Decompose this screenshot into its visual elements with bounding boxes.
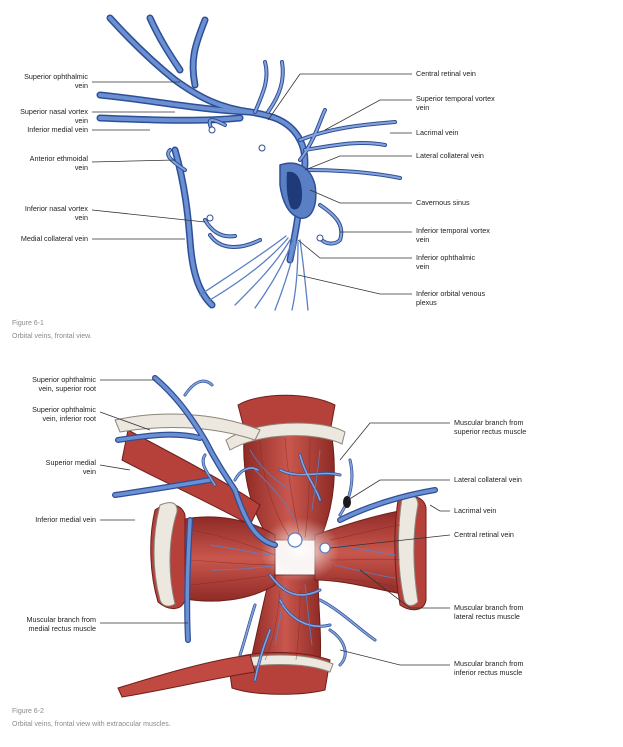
figure-6-1-illustration — [96, 14, 402, 311]
label-anterior-ethmoidal-vein-1: Anterior ethmoidal — [30, 154, 89, 163]
label-sov-superior-root-2: vein, superior root — [38, 384, 96, 393]
label-muscular-branch-medial-1: Muscular branch from — [26, 615, 96, 624]
label-sov-superior-root-1: Superior ophthalmic — [32, 375, 96, 384]
label-inferior-medial-vein: Inferior medial vein — [35, 515, 96, 524]
label-superior-ophthalmic-vein-2: vein — [75, 81, 88, 90]
label-cavernous-sinus: Cavernous sinus — [416, 198, 470, 207]
inferior-oblique-muscle — [117, 654, 256, 698]
label-inferior-ophthalmic-vein-2: vein — [416, 262, 429, 271]
label-muscular-branch-superior-2: superior rectus muscle — [454, 427, 526, 436]
figure-6-2-caption: Orbital veins, frontal view with extraoc… — [12, 721, 171, 728]
figure-6-2-labels-left: Superior ophthalmic vein, superior root … — [26, 375, 96, 633]
label-muscular-branch-inferior-2: inferior rectus muscle — [454, 668, 522, 677]
label-lateral-collateral-vein: Lateral collateral vein — [416, 151, 484, 160]
label-sov-inferior-root-1: Superior ophthalmic — [32, 405, 96, 414]
label-muscular-branch-medial-2: medial rectus muscle — [28, 624, 96, 633]
figure-6-1-labels-left: Superior ophthalmic vein Superior nasal … — [20, 72, 88, 243]
lateral-rectus-muscle — [314, 495, 427, 611]
label-superior-temporal-vortex-vein-1: Superior temporal vortex — [416, 94, 495, 103]
figure-6-2-leader-lines — [99, 379, 451, 666]
label-superior-medial-vein-2: vein — [83, 467, 96, 476]
label-muscular-branch-lateral-2: lateral rectus muscle — [454, 612, 520, 621]
figure-6-1-labels-right: Central retinal vein Superior temporal v… — [416, 69, 495, 307]
medial-rectus-muscle — [150, 502, 276, 609]
label-inferior-medial-vein: Inferior medial vein — [27, 125, 88, 134]
figure-6-2-number: Figure 6-2 — [12, 708, 44, 715]
label-inferior-temporal-vortex-vein-2: vein — [416, 235, 429, 244]
label-muscular-branch-inferior-1: Muscular branch from — [454, 659, 524, 668]
figure-6-1-leader-lines — [91, 73, 412, 295]
figure-6-1-caption: Orbital veins, frontal view. — [12, 333, 92, 340]
label-lacrimal-vein: Lacrimal vein — [416, 128, 458, 137]
label-muscular-branch-lateral-1: Muscular branch from — [454, 603, 524, 612]
figure-6-2-illustration — [112, 375, 438, 698]
label-inferior-temporal-vortex-vein-1: Inferior temporal vortex — [416, 226, 490, 235]
label-superior-medial-vein-1: Superior medial — [46, 458, 97, 467]
label-inferior-orbital-venous-plexus-2: plexus — [416, 298, 437, 307]
label-superior-nasal-vortex-vein-1: Superior nasal vortex — [20, 107, 88, 116]
label-inferior-nasal-vortex-vein-1: Inferior nasal vortex — [25, 204, 89, 213]
label-lateral-collateral-vein-2: Lateral collateral vein — [454, 475, 522, 484]
label-muscular-branch-superior-1: Muscular branch from — [454, 418, 524, 427]
label-superior-nasal-vortex-vein-2: vein — [75, 116, 88, 125]
superior-oblique-muscle — [114, 413, 261, 526]
label-anterior-ethmoidal-vein-2: vein — [75, 163, 88, 172]
label-inferior-nasal-vortex-vein-2: vein — [75, 213, 88, 222]
inferior-rectus-muscle — [225, 574, 334, 695]
label-inferior-orbital-venous-plexus-1: Inferior orbital venous — [416, 289, 486, 298]
label-central-retinal-vein: Central retinal vein — [416, 69, 476, 78]
label-superior-temporal-vortex-vein-2: vein — [416, 103, 429, 112]
label-sov-inferior-root-2: vein, inferior root — [42, 414, 96, 423]
figure-6-1-number: Figure 6-1 — [12, 320, 44, 327]
figure-6-2-labels-right: Muscular branch from superior rectus mus… — [454, 418, 526, 677]
label-lacrimal-vein-2: Lacrimal vein — [454, 506, 496, 515]
label-central-retinal-vein-2: Central retinal vein — [454, 530, 514, 539]
label-inferior-ophthalmic-vein-1: Inferior ophthalmic — [416, 253, 476, 262]
label-medial-collateral-vein: Medial collateral vein — [21, 234, 88, 243]
label-superior-ophthalmic-vein-1: Superior ophthalmic — [24, 72, 88, 81]
